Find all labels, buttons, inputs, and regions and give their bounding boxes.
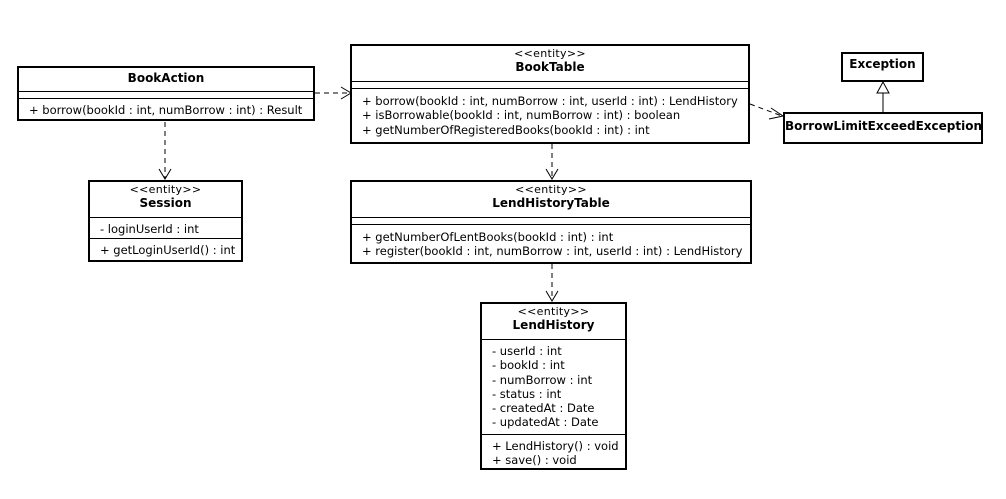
operation: + getLoginUserId() : int <box>100 243 236 258</box>
class-name: Exception <box>849 57 916 71</box>
class-header: BorrowLimitExceedException <box>785 114 983 133</box>
dependency-booktable-borrowlimit <box>749 103 783 117</box>
attribute: - numBorrow : int <box>492 372 593 387</box>
class-session[interactable]: <<entity>> Session - loginUserId : int +… <box>88 180 243 262</box>
arrowhead-lendhistory <box>545 290 559 302</box>
class-borrowlimitexceedexception[interactable]: BorrowLimitExceedException <box>783 112 983 144</box>
attribute: - updatedAt : Date <box>492 415 599 430</box>
class-name: LendHistory <box>512 318 595 332</box>
class-name: BorrowLimitExceedException <box>785 119 983 133</box>
operation: + borrow(bookId : int, numBorrow : int) … <box>29 103 303 117</box>
class-header: Exception <box>843 54 922 71</box>
class-header: BookAction <box>19 68 313 91</box>
attributes-section: - loginUserId : int <box>90 217 241 238</box>
operation: + LendHistory() : void <box>492 438 619 453</box>
attribute: - status : int <box>492 386 562 401</box>
operation: + getNumberOfRegisteredBooks(bookId : in… <box>362 122 650 137</box>
class-header: <<entity>> Session <box>90 182 241 217</box>
operation: + borrow(bookId : int, numBorrow : int, … <box>362 94 738 108</box>
class-header: <<entity>> LendHistoryTable <box>352 182 750 217</box>
attribute: - loginUserId : int <box>100 222 199 236</box>
class-name: LendHistoryTable <box>492 196 610 210</box>
arrowhead-lendhistorytable <box>545 168 559 180</box>
class-name: BookAction <box>127 71 205 85</box>
stereotype: <<entity>> <box>129 183 202 196</box>
attribute: - createdAt : Date <box>492 401 595 416</box>
operation: + isBorrowable(bookId : int, numBorrow :… <box>362 108 681 123</box>
class-header: <<entity>> BookTable <box>352 46 748 81</box>
class-booktable[interactable]: <<entity>> BookTable + borrow(bookId : i… <box>350 44 750 144</box>
attribute: - userId : int <box>492 344 562 358</box>
stereotype: <<entity>> <box>514 47 586 60</box>
stereotype: <<entity>> <box>515 183 587 196</box>
class-header: <<entity>> LendHistory <box>482 304 625 339</box>
operation: + register(bookId : int, numBorrow : int… <box>362 244 743 259</box>
operations-section: + getNumberOfLentBooks(bookId : int) : i… <box>352 224 750 259</box>
operations-section: + getLoginUserId() : int <box>90 238 241 257</box>
class-name: BookTable <box>515 60 585 74</box>
attributes-section <box>19 91 313 98</box>
operations-section: + borrow(bookId : int, numBorrow : int) … <box>19 98 313 117</box>
stereotype: <<entity>> <box>517 305 590 318</box>
operations-section: + LendHistory() : void + save() : void <box>482 433 625 468</box>
operation: + save() : void <box>492 453 577 468</box>
operation: + getNumberOfLentBooks(bookId : int) : i… <box>362 230 614 244</box>
attributes-section <box>352 217 750 224</box>
class-exception[interactable]: Exception <box>841 52 924 82</box>
attributes-section <box>352 81 748 88</box>
class-lendhistorytable[interactable]: <<entity>> LendHistoryTable + getNumberO… <box>350 180 752 264</box>
generalization-triangle <box>876 80 890 94</box>
class-name: Session <box>139 196 192 210</box>
attributes-section: - userId : int - bookId : int - numBorro… <box>482 339 625 434</box>
operations-section: + borrow(bookId : int, numBorrow : int, … <box>352 88 748 137</box>
arrowhead-session <box>158 168 172 180</box>
attribute: - bookId : int <box>492 358 565 373</box>
class-bookaction[interactable]: BookAction + borrow(bookId : int, numBor… <box>17 66 315 121</box>
class-lendhistory[interactable]: <<entity>> LendHistory - userId : int - … <box>480 302 627 470</box>
